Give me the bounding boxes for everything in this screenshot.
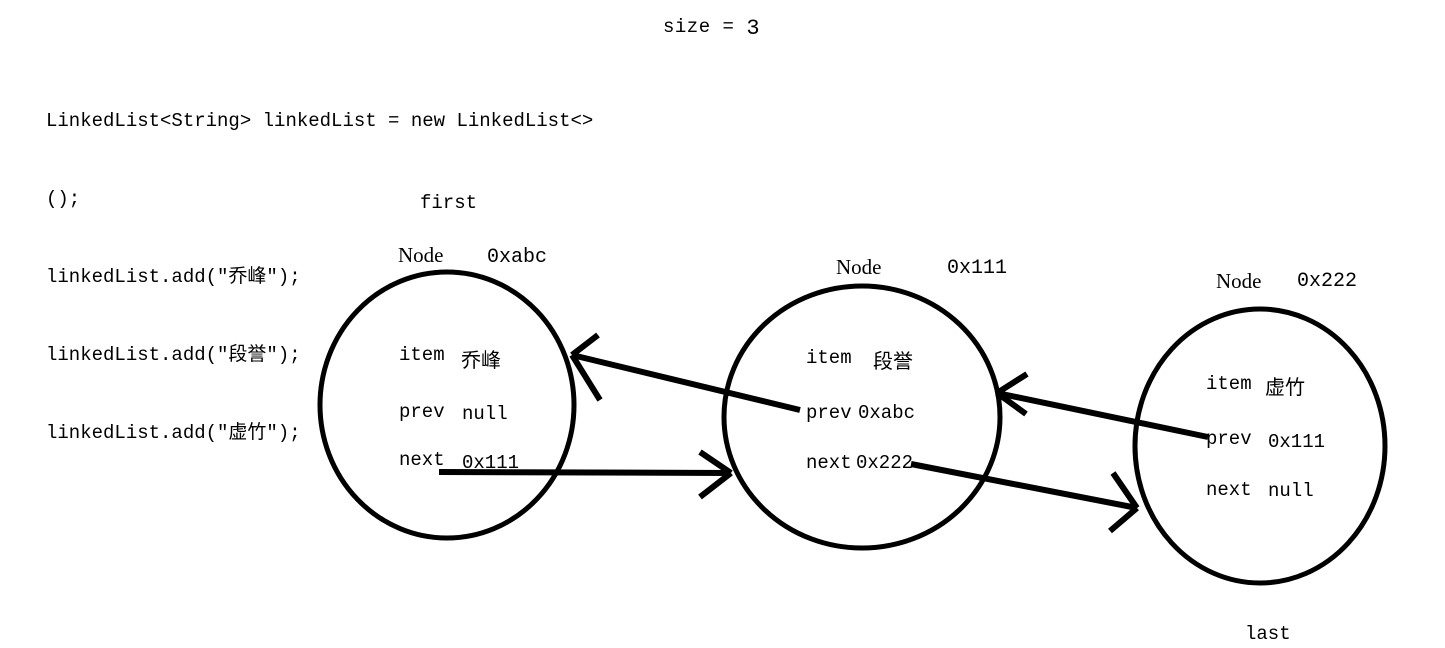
node1-type-label: Node bbox=[398, 243, 444, 267]
node2-next-value: 0x222 bbox=[856, 452, 914, 474]
node3-item-key: item bbox=[1206, 373, 1252, 395]
code-snippet: LinkedList<String> linkedList = new Link… bbox=[46, 56, 593, 498]
node2-prev-value: 0xabc bbox=[858, 402, 916, 424]
code-line-3: linkedList.add("乔峰"); bbox=[46, 266, 301, 288]
node3-circle bbox=[1132, 306, 1388, 586]
node1-address: 0xabc bbox=[487, 246, 548, 269]
code-line-5: linkedList.add("虚竹"); bbox=[46, 422, 301, 444]
node2-address: 0x111 bbox=[947, 257, 1008, 280]
code-line-2: (); bbox=[46, 188, 81, 210]
last-pointer-label: last bbox=[1245, 623, 1291, 645]
code-line-4: linkedList.add("段誉"); bbox=[46, 344, 301, 366]
size-value: 3 bbox=[746, 16, 761, 41]
node1-next-key: next bbox=[399, 449, 445, 471]
node1-next-value: 0x111 bbox=[462, 452, 520, 474]
node3-next-key: next bbox=[1206, 479, 1252, 501]
node1-item-key: item bbox=[399, 344, 445, 366]
size-label-text: size = bbox=[663, 16, 747, 38]
node3-address: 0x222 bbox=[1297, 270, 1358, 293]
node2-type-label: Node bbox=[836, 255, 882, 279]
node1-prev-value: null bbox=[462, 403, 508, 425]
first-pointer-label: first bbox=[420, 192, 478, 214]
node3-type-label: Node bbox=[1216, 269, 1262, 293]
node3-item-value: 虚竹 bbox=[1265, 375, 1305, 399]
node2-prev-key: prev bbox=[806, 402, 852, 424]
node2-item-key: item bbox=[806, 347, 852, 369]
node3-prev-value: 0x111 bbox=[1268, 431, 1326, 453]
code-line-1: LinkedList<String> linkedList = new Link… bbox=[46, 110, 594, 132]
arrow-node2-prev-to-node1 bbox=[569, 332, 801, 413]
arrow-node2-next-to-node3 bbox=[910, 461, 1140, 534]
node1-prev-key: prev bbox=[399, 401, 445, 423]
node1-item-value: 乔峰 bbox=[461, 348, 501, 372]
node2-next-key: next bbox=[806, 452, 852, 474]
size-label: size = 3 bbox=[663, 14, 761, 41]
node2-item-value: 段誉 bbox=[873, 349, 913, 373]
node3-next-value: null bbox=[1268, 480, 1314, 502]
node3-prev-key: prev bbox=[1206, 428, 1252, 450]
arrow-node3-prev-to-node2 bbox=[995, 371, 1209, 440]
